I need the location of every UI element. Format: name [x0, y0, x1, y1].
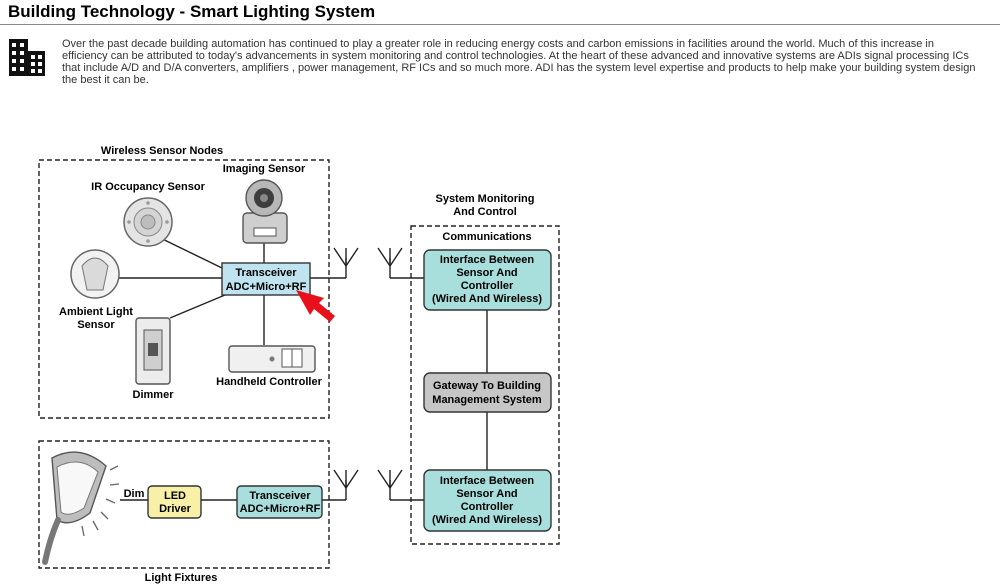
antenna-icon [333, 247, 359, 268]
antenna-icon [333, 469, 359, 490]
antenna-icon [377, 247, 403, 268]
monitoring-label-line2: And Control [453, 206, 517, 218]
transceiver-bottom-label-line2: ADC+Micro+RF [240, 503, 321, 515]
transceiver-top-box [221, 262, 311, 296]
wireless-group-label: Wireless Sensor Nodes [101, 145, 223, 157]
ir-occupancy-sensor-icon [123, 197, 173, 247]
wireless-sensor-nodes-box [38, 159, 330, 419]
pointer-arrow-icon [296, 290, 335, 322]
transceiver-bottom-button[interactable] [237, 486, 322, 518]
light-fixtures-box [38, 440, 330, 569]
interface-top-line-2: Sensor And [456, 267, 517, 279]
page-title: Building Technology - Smart Lighting Sys… [8, 2, 376, 21]
interface-bottom-box [423, 469, 552, 532]
gateway-button[interactable] [424, 373, 551, 412]
led-driver-button[interactable] [148, 486, 201, 518]
fixtures-group-label: Light Fixtures [145, 572, 218, 584]
interface-bottom-line-3: Controller [461, 501, 514, 513]
handheld-controller-icon [228, 345, 316, 373]
gateway-line-2: Management System [432, 394, 542, 406]
interface-top-line-1: Interface Between [440, 254, 534, 266]
title-divider [0, 24, 1000, 25]
led-driver-line-1: LED [164, 490, 186, 502]
dim-label: Dim [124, 488, 145, 500]
interface-top-line-3: Controller [461, 280, 514, 292]
ambient-sensor-label-line2: Sensor [77, 319, 115, 331]
building-icon [9, 39, 45, 76]
handheld-label: Handheld Controller [216, 376, 322, 388]
interface-bottom-line-4: (Wired And Wireless) [432, 514, 542, 526]
gateway-line-1: Gateway To Building [433, 380, 541, 392]
dimmer-switch-icon [135, 317, 171, 385]
led-driver-line-2: Driver [159, 503, 192, 515]
transceiver-bottom-box [236, 485, 323, 519]
interface-top-button[interactable] [424, 250, 551, 310]
interface-top-line-4: (Wired And Wireless) [432, 293, 542, 305]
dimmer-label: Dimmer [133, 389, 175, 401]
intro-paragraph: Over the past decade building automation… [62, 38, 976, 86]
ambient-light-sensor-icon [70, 249, 120, 299]
communications-label: Communications [442, 231, 531, 243]
gateway-box [423, 372, 552, 413]
interface-bottom-line-2: Sensor And [456, 488, 517, 500]
transceiver-top-label-line2: ADC+Micro+RF [226, 281, 307, 293]
imaging-sensor-label: Imaging Sensor [223, 163, 306, 175]
led-driver-box [147, 485, 202, 519]
transceiver-top-label: Transceiver [235, 267, 297, 279]
system-monitoring-box [410, 225, 560, 545]
monitoring-label: System Monitoring [435, 193, 534, 205]
imaging-camera-icon [242, 179, 288, 244]
transceiver-top-button[interactable] [222, 263, 310, 295]
interface-bottom-button[interactable] [424, 470, 551, 531]
interface-bottom-line-1: Interface Between [440, 475, 534, 487]
street-light-icon [42, 451, 120, 565]
transceiver-bottom-label: Transceiver [249, 490, 311, 502]
ir-sensor-label: IR Occupancy Sensor [91, 181, 205, 193]
ambient-sensor-label: Ambient Light [59, 306, 133, 318]
antenna-icon [377, 469, 403, 490]
interface-top-box [423, 249, 552, 311]
